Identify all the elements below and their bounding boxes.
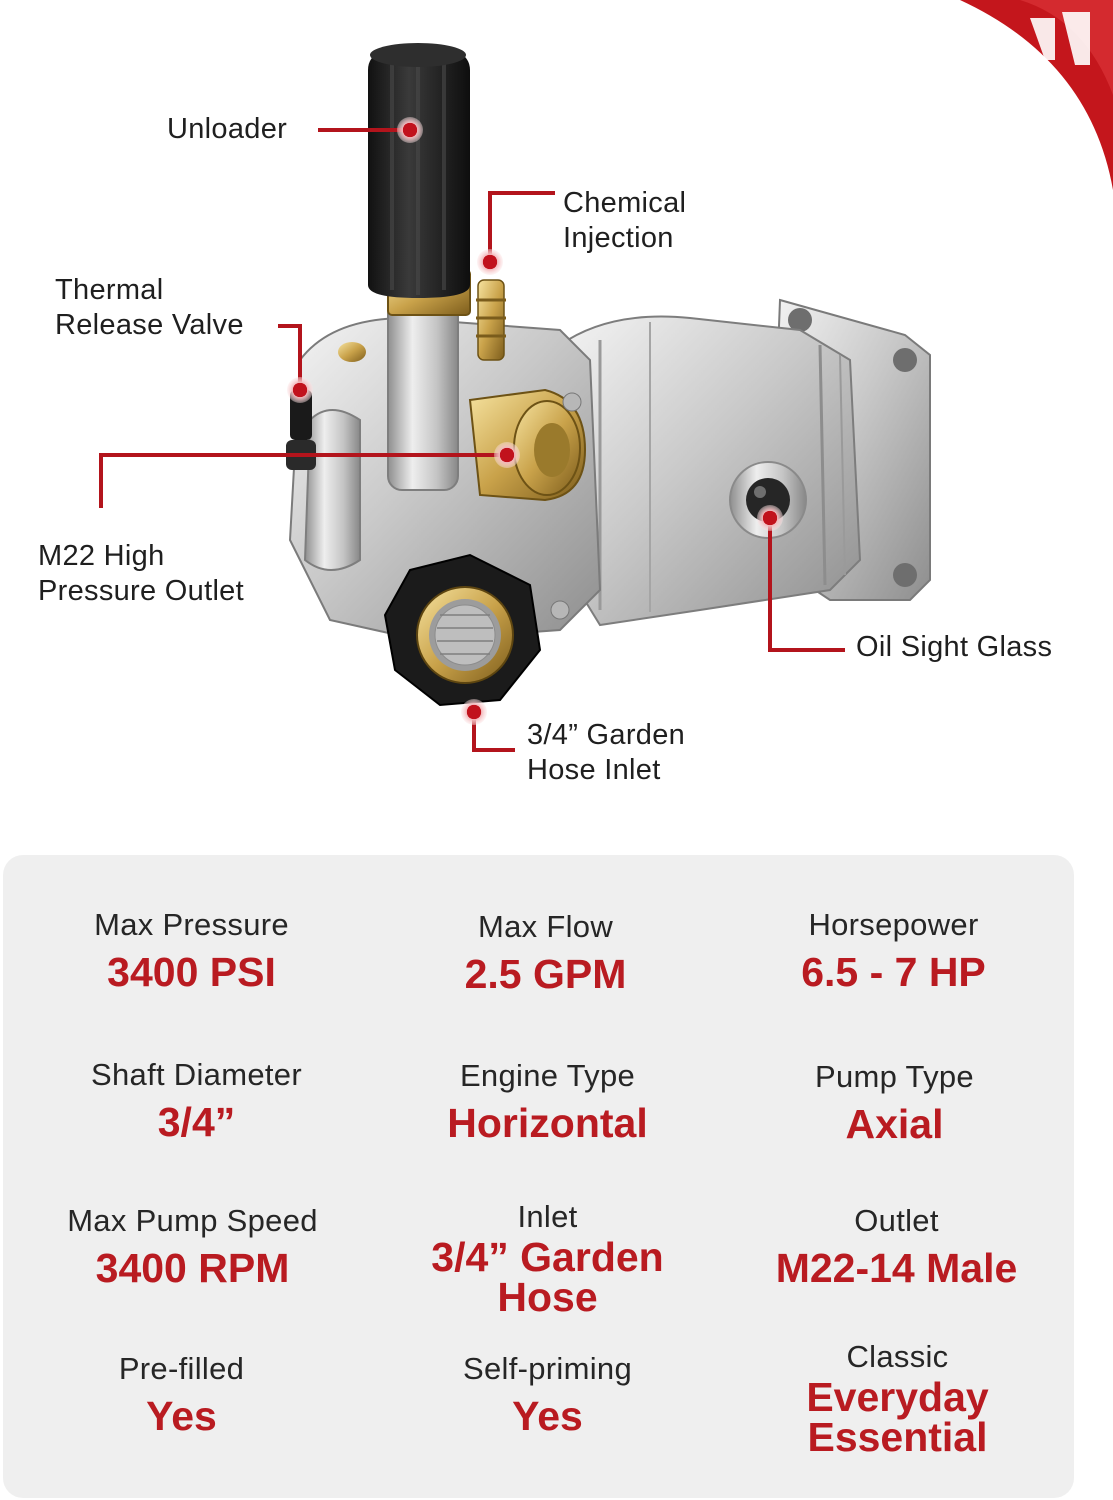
callout-garden-hose-inlet: 3/4” Garden Hose Inlet xyxy=(527,719,686,786)
spec-value: 6.5 - 7 HP xyxy=(801,949,986,995)
spec-label: Classic xyxy=(846,1339,949,1374)
spec-value: 3400 PSI xyxy=(107,949,276,995)
pump-body xyxy=(559,298,931,627)
brand-corner-decoration xyxy=(960,0,1113,190)
pump-manifold xyxy=(286,279,602,642)
callout-unloader: Unloader xyxy=(167,113,288,145)
specs-panel: Max Pressure 3400 PSI Max Flow 2.5 GPM H… xyxy=(3,855,1074,1498)
spec-label: Max Pump Speed xyxy=(67,1203,318,1238)
callout-thermal-release-valve: Thermal Release Valve xyxy=(55,274,244,341)
spec-label: Max Flow xyxy=(477,909,614,944)
spec-pre-filled: Pre-filled Yes xyxy=(3,1351,360,1437)
spec-label: Outlet xyxy=(854,1203,939,1238)
spec-value: Axial xyxy=(845,1101,944,1147)
spec-self-priming: Self-priming Yes xyxy=(369,1351,726,1437)
spec-max-pressure: Max Pressure 3400 PSI xyxy=(13,907,370,993)
pump-diagram xyxy=(99,0,1113,752)
spec-label: Engine Type xyxy=(459,1058,636,1093)
spec-engine-type: Engine Type Horizontal xyxy=(369,1058,726,1144)
spec-outlet: Outlet M22-14 Male xyxy=(718,1203,1075,1289)
spec-label: Self-priming xyxy=(463,1351,632,1386)
spec-label: Shaft Diameter xyxy=(91,1057,302,1092)
spec-label: Inlet xyxy=(517,1199,578,1234)
spec-max-pump-speed: Max Pump Speed 3400 RPM xyxy=(14,1203,371,1289)
spec-label: Horsepower xyxy=(808,907,979,942)
spec-pump-type: Pump Type Axial xyxy=(716,1059,1073,1145)
spec-value: M22-14 Male xyxy=(775,1245,1018,1291)
spec-horsepower: Horsepower 6.5 - 7 HP xyxy=(715,907,1072,993)
spec-value: 2.5 GPM xyxy=(464,951,627,997)
spec-value: Yes xyxy=(146,1393,217,1439)
callout-chemical-injection: Chemical Injection xyxy=(563,187,687,254)
callout-oil-sight-glass: Oil Sight Glass xyxy=(856,631,1053,663)
spec-label: Pre-filled xyxy=(118,1351,245,1386)
spec-max-flow: Max Flow 2.5 GPM xyxy=(367,909,724,995)
garden-hose-inlet xyxy=(383,553,542,707)
callout-leader-lines xyxy=(99,128,845,752)
spec-value: 3/4” xyxy=(157,1099,236,1145)
unloader-knob xyxy=(368,43,471,316)
spec-value: 3400 RPM xyxy=(95,1245,290,1291)
callout-m22-outlet: M22 High Pressure Outlet xyxy=(38,540,244,607)
spec-value: Yes xyxy=(512,1393,583,1439)
callout-markers xyxy=(287,117,783,725)
spec-label: Pump Type xyxy=(815,1059,974,1094)
spec-value: Horizontal xyxy=(447,1100,648,1146)
spec-shaft-diameter: Shaft Diameter 3/4” xyxy=(18,1057,375,1143)
spec-label: Max Pressure xyxy=(94,907,289,942)
